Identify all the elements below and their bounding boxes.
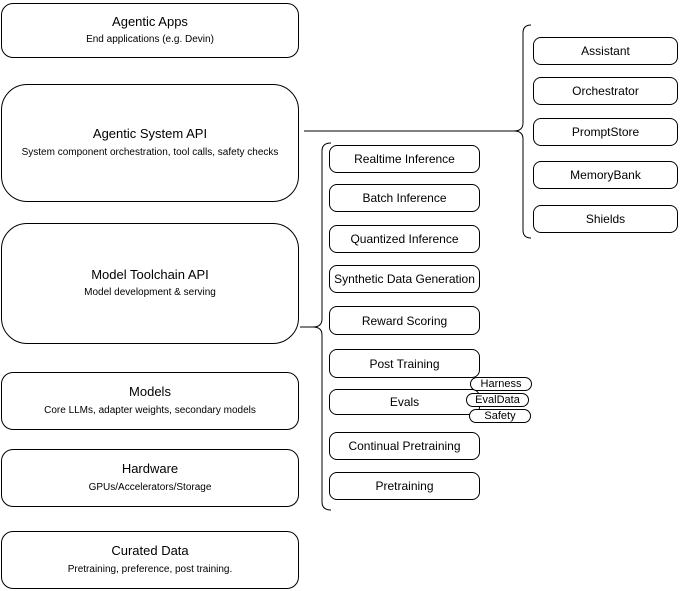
node-promptstore: PromptStore: [533, 118, 678, 146]
node-subtitle: System component orchestration, tool cal…: [21, 146, 279, 158]
node-batch-inference: Batch Inference: [329, 184, 480, 212]
node-memorybank: MemoryBank: [533, 161, 678, 189]
node-assistant: Assistant: [533, 37, 678, 65]
node-hardware: Hardware GPUs/Accelerators/Storage: [1, 449, 299, 507]
node-pretraining: Pretraining: [329, 472, 480, 500]
node-title: Curated Data: [111, 543, 189, 559]
node-label: Batch Inference: [362, 191, 447, 205]
node-title: Models: [129, 384, 171, 400]
tag-label: EvalData: [475, 393, 520, 406]
node-label: Realtime Inference: [354, 152, 455, 166]
node-reward-scoring: Reward Scoring: [329, 306, 480, 335]
node-agentic-apps: Agentic Apps End applications (e.g. Devi…: [1, 3, 299, 58]
node-synthetic-data-generation: Synthetic Data Generation: [329, 265, 480, 293]
node-subtitle: Model development & serving: [84, 287, 216, 299]
node-label: Assistant: [581, 44, 630, 58]
node-label: Evals: [389, 395, 420, 409]
node-subtitle: End applications (e.g. Devin): [86, 34, 214, 46]
node-curated-data: Curated Data Pretraining, preference, po…: [1, 531, 299, 589]
node-realtime-inference: Realtime Inference: [329, 145, 480, 173]
node-subtitle: Pretraining, preference, post training.: [67, 563, 233, 575]
node-label: Quantized Inference: [350, 232, 459, 246]
node-models: Models Core LLMs, adapter weights, secon…: [1, 372, 299, 430]
node-title: Hardware: [121, 461, 179, 477]
node-label: PromptStore: [571, 125, 640, 139]
node-label: Synthetic Data Generation: [334, 272, 475, 286]
node-subtitle: GPUs/Accelerators/Storage: [88, 481, 212, 493]
node-model-toolchain-api: Model Toolchain API Model development & …: [1, 223, 299, 344]
node-label: MemoryBank: [570, 168, 641, 182]
node-title: Agentic Apps: [112, 13, 188, 29]
node-post-training: Post Training: [329, 349, 480, 378]
node-evals: Evals: [329, 389, 480, 415]
node-title: Model Toolchain API: [91, 266, 209, 282]
tag-harness: Harness: [470, 377, 532, 391]
tag-evaldata: EvalData: [466, 393, 529, 407]
node-shields: Shields: [533, 205, 678, 233]
node-subtitle: Core LLMs, adapter weights, secondary mo…: [44, 404, 256, 416]
node-quantized-inference: Quantized Inference: [329, 225, 480, 253]
node-label: Shields: [585, 212, 626, 226]
node-label: Reward Scoring: [361, 313, 448, 328]
tag-label: Harness: [480, 377, 522, 390]
tag-safety: Safety: [469, 409, 531, 423]
node-orchestrator: Orchestrator: [533, 77, 678, 105]
node-label: Continual Pretraining: [348, 439, 461, 453]
tag-label: Safety: [484, 409, 516, 422]
node-agentic-system-api: Agentic System API System component orch…: [1, 84, 299, 202]
system-components-bracket: [513, 24, 532, 239]
node-label: Orchestrator: [572, 84, 639, 98]
node-label: Post Training: [369, 356, 440, 371]
node-continual-pretraining: Continual Pretraining: [329, 432, 480, 460]
toolchain-bracket: [312, 142, 332, 511]
node-label: Pretraining: [375, 479, 434, 493]
node-title: Agentic System API: [92, 126, 208, 142]
